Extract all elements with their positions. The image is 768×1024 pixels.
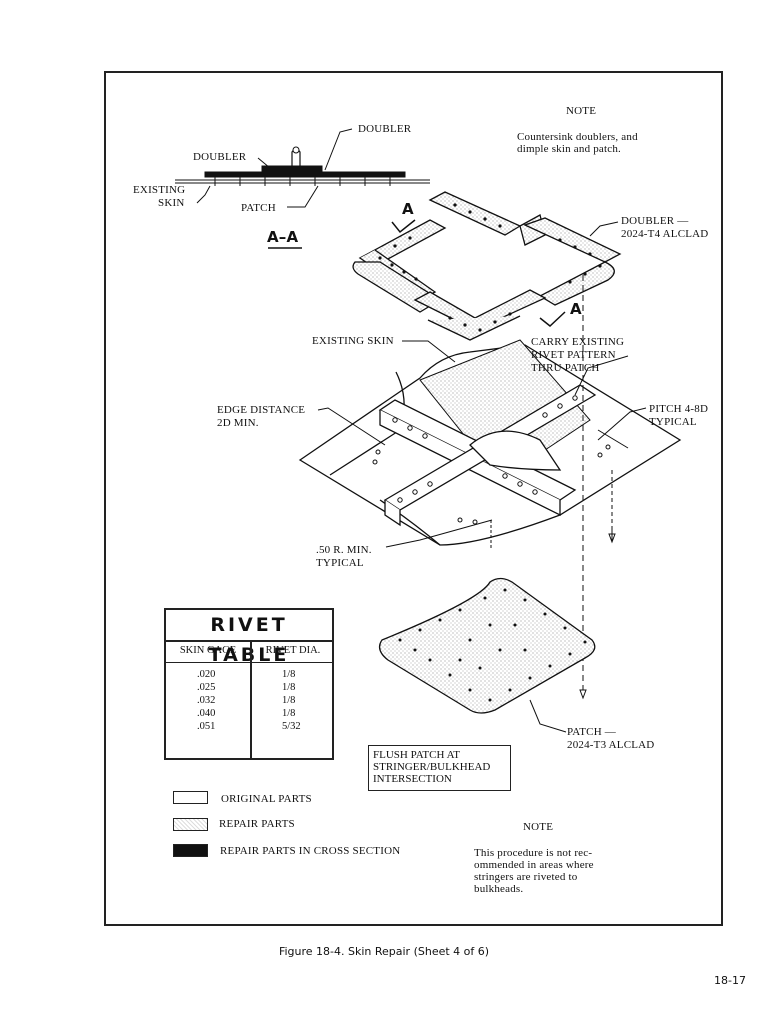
flush-patch-box: FLUSH PATCH AT STRINGER/BULKHEAD INTERSE… <box>368 745 511 791</box>
label-patch-section: PATCH <box>241 202 276 214</box>
legend-swatch-repair-cross <box>173 844 208 857</box>
legend-swatch-original <box>173 791 208 804</box>
label-carry-existing: CARRY EXISTING <box>531 336 625 348</box>
section-arrow-a-bottom: A <box>570 300 582 318</box>
page-number: 18-17 <box>714 974 746 987</box>
figure-caption: Figure 18-4. Skin Repair (Sheet 4 of 6) <box>278 945 490 958</box>
rivet-table-skin-values: .020 .025 .032 .040 .051 <box>197 669 216 732</box>
label-radius: .50 R. MIN. <box>316 544 372 556</box>
label-rivet-pattern: RIVET PATTERN <box>531 349 616 361</box>
label-patch-spec: 2024-T3 ALCLAD <box>567 739 655 751</box>
label-doubler-spec: 2024-T4 ALCLAD <box>621 228 709 240</box>
doubler-rivets <box>378 203 602 332</box>
legend-swatch-repair <box>173 818 208 831</box>
label-pitch-typical: TYPICAL <box>649 416 697 428</box>
skin-rivets <box>372 395 611 525</box>
label-doubler-alclad: DOUBLER — <box>621 215 689 227</box>
note-bottom-title: NOTE <box>523 821 554 833</box>
doublers <box>352 191 622 341</box>
rivet-table-rivet-values: 1/8 1/8 1/8 1/8 5/32 <box>282 669 301 732</box>
label-edge-min: 2D MIN. <box>217 417 259 429</box>
rivet-icons <box>579 530 616 700</box>
label-edge-distance: EDGE DISTANCE <box>217 404 306 416</box>
patch-rivets <box>398 588 587 702</box>
label-doubler-a: DOUBLER <box>358 123 412 135</box>
legend-original: ORIGINAL PARTS <box>221 793 312 805</box>
label-radius-typical: TYPICAL <box>316 557 364 569</box>
section-aa-view <box>175 128 430 249</box>
section-arrows <box>391 219 566 327</box>
label-thru-patch: THRU PATCH <box>531 362 600 374</box>
rivet-table-title: RIVET TABLE <box>166 610 332 666</box>
rivet-table: RIVET TABLE SKIN GAGE RIVET DIA. .020 .0… <box>164 608 334 760</box>
rivet-table-header-rivet: RIVET DIA. <box>252 640 334 663</box>
label-existing-b: SKIN <box>158 197 185 209</box>
label-patch-alclad: PATCH — <box>567 726 616 738</box>
label-pitch: PITCH 4-8D <box>649 403 709 415</box>
leader-lines <box>317 221 647 733</box>
legend-repair-cross: REPAIR PARTS IN CROSS SECTION <box>220 845 401 857</box>
rivet-table-divider <box>250 640 252 760</box>
note-top-title: NOTE <box>566 105 597 117</box>
note-top-body: Countersink doublers, and dimple skin an… <box>517 131 638 155</box>
patch <box>378 577 596 714</box>
rivet-table-header-skin: SKIN GAGE <box>166 640 250 663</box>
label-existing-skin: EXISTING SKIN <box>312 335 394 347</box>
note-bottom-body: This procedure is not rec-ommended in ar… <box>474 847 594 895</box>
legend-repair: REPAIR PARTS <box>219 818 295 830</box>
label-existing-a: EXISTING <box>133 184 186 196</box>
section-arrow-a-top: A <box>402 200 414 218</box>
label-doubler-b: DOUBLER <box>193 151 247 163</box>
section-aa-title: A–A <box>267 228 299 246</box>
figure-frame <box>104 71 723 926</box>
